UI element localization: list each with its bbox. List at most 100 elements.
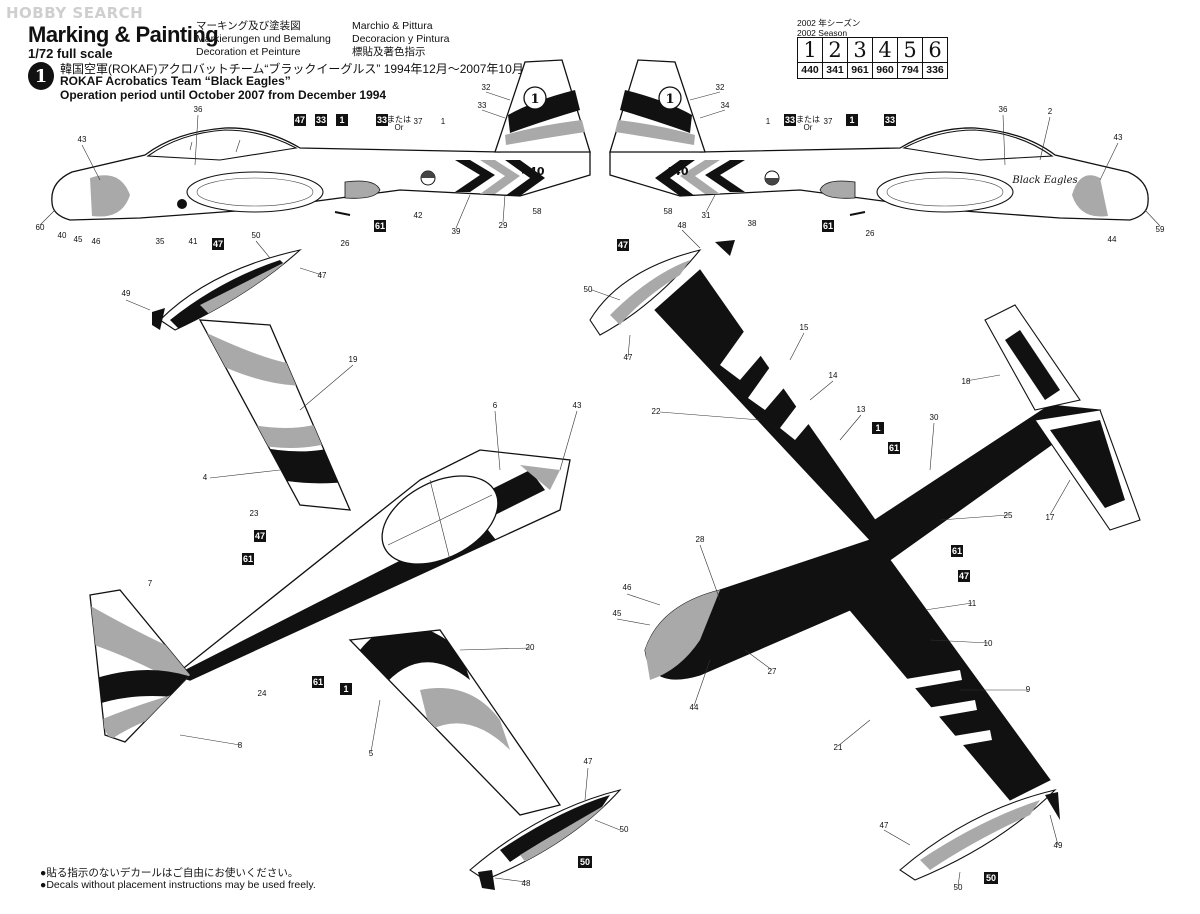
callout-b-61: 61: [889, 443, 899, 453]
callout-box-t-61: [242, 553, 254, 565]
callout-b-50b: 50: [986, 873, 996, 883]
callout-box-t-1: [340, 683, 352, 695]
callout-t-61b: 61: [313, 677, 323, 687]
callout-box-t-47c: [254, 530, 266, 542]
callout-box-r-33: [784, 114, 796, 126]
callout-b-30: 30: [930, 413, 939, 422]
callout-b-27: 27: [768, 667, 777, 676]
callout-41: 41: [189, 237, 198, 246]
callout-r-34: 34: [721, 101, 730, 110]
callout-t-50b: 50: [620, 825, 629, 834]
side-view-right: 1 440 Black Eagles: [609, 59, 1149, 221]
callout-r-44: 44: [1108, 235, 1117, 244]
callout-33b: 33: [377, 115, 387, 125]
season-code-4: 960: [872, 62, 898, 79]
multilang-fr: Decoration et Peinture: [196, 46, 301, 58]
callout-r-1: 1: [766, 117, 771, 126]
scheme-number-badge: 1: [28, 62, 54, 90]
callout-box-33: [315, 114, 327, 126]
callout-r-26: 26: [866, 229, 875, 238]
tail-code-left: 1: [530, 92, 539, 107]
callout-r-36: 36: [999, 105, 1008, 114]
callout-33: 33: [316, 115, 326, 125]
season-label-jp: 2002 年シーズン: [797, 18, 861, 28]
callout-b-45: 45: [613, 609, 622, 618]
page-title: Marking & Painting: [28, 22, 219, 47]
callout-box-b-50b: [984, 872, 998, 884]
callout-b-25: 25: [1004, 511, 1013, 520]
callout-39: 39: [452, 227, 461, 236]
callout-t-47b: 47: [318, 271, 327, 280]
callout-29: 29: [499, 221, 508, 230]
callout-box-t-50c: [578, 856, 592, 868]
callout-t-5: 5: [369, 749, 374, 758]
multilang-jp: マーキング及び塗装図: [196, 20, 301, 32]
callout-b-47b: 47: [624, 353, 633, 362]
callout-box-b-61: [888, 442, 900, 454]
callout-t-23: 23: [250, 509, 259, 518]
callout-or: Or: [395, 123, 404, 132]
callout-b-28: 28: [696, 535, 705, 544]
callout-t-47d: 47: [584, 757, 593, 766]
season-code-2: 341: [822, 62, 848, 79]
callout-t-50c: 50: [580, 857, 590, 867]
callout-r-32: 32: [716, 83, 725, 92]
callout-t-4: 4: [203, 473, 208, 482]
callout-r-38: 38: [748, 219, 757, 228]
callout-box-b-47: [617, 239, 629, 251]
callout-58: 58: [533, 207, 542, 216]
callout-b-49: 49: [1054, 841, 1063, 850]
callout-box-47: [294, 114, 306, 126]
callout-t-61: 61: [243, 554, 253, 564]
multilang-it: Marchio & Pittura: [352, 20, 433, 32]
multilang-es: Decoracion y Pintura: [352, 33, 450, 45]
callout-t-7: 7: [148, 579, 153, 588]
callout-b-47: 47: [618, 240, 628, 250]
scheme-title-en: ROKAF Acrobatics Team “Black Eagles”: [60, 74, 291, 88]
callout-b-50c: 50: [954, 883, 963, 892]
callout-1c: 1: [441, 117, 446, 126]
callout-61: 61: [375, 221, 385, 231]
callout-r-61: 61: [823, 221, 833, 231]
multilang-col-2: Marchio & Pittura Decoracion y Pintura 標…: [352, 20, 449, 59]
callout-r-31: 31: [702, 211, 711, 220]
callout-b-11: 11: [968, 599, 977, 608]
season-position-5: 5: [897, 37, 923, 63]
scheme-title-jp: 韓国空軍(ROKAF)アクロバットチーム“ブラックイーグルス” 1994年12月…: [60, 62, 524, 76]
callout-or-jp: または: [387, 115, 411, 124]
side-view-left: 1 440: [51, 59, 591, 221]
callout-t-49: 49: [122, 289, 131, 298]
callout-box-t-61b: [312, 676, 324, 688]
callout-t-1: 1: [343, 684, 348, 694]
callout-box-33b: [376, 114, 388, 126]
callout-b-44: 44: [690, 703, 699, 712]
callout-t-50: 50: [252, 231, 261, 240]
season-position-1: 1: [797, 37, 823, 63]
season-position-6: 6: [922, 37, 948, 63]
multilang-de: Markierungen und Bemalung: [196, 33, 331, 45]
callout-r-2: 2: [1048, 107, 1053, 116]
season-position-4: 4: [872, 37, 898, 63]
nose-text-black-eagles: Black Eagles: [1011, 175, 1077, 186]
multilang-cn: 標貼及著色指示: [352, 46, 426, 58]
tail-number-left: 440: [522, 165, 545, 178]
callout-t-43: 43: [573, 401, 582, 410]
callout-t-47c: 47: [255, 531, 265, 541]
callout-46: 46: [92, 237, 101, 246]
callout-b-46: 46: [623, 583, 632, 592]
callout-b-61b: 61: [952, 546, 962, 556]
callout-r-33: 33: [785, 115, 795, 125]
callout-t-19: 19: [349, 355, 358, 364]
callout-t-8: 8: [238, 741, 243, 750]
callout-42: 42: [414, 211, 423, 220]
callout-b-14: 14: [829, 371, 838, 380]
callout-b-15: 15: [800, 323, 809, 332]
callout-t-47: 47: [213, 239, 223, 249]
callout-box-r-61: [822, 220, 834, 232]
callout-box-b-1: [872, 422, 884, 434]
callout-r-or-jp: または: [796, 115, 820, 124]
callout-b-47d: 47: [880, 821, 889, 830]
callout-b-13: 13: [857, 405, 866, 414]
callout-b-9: 9: [1026, 685, 1031, 694]
